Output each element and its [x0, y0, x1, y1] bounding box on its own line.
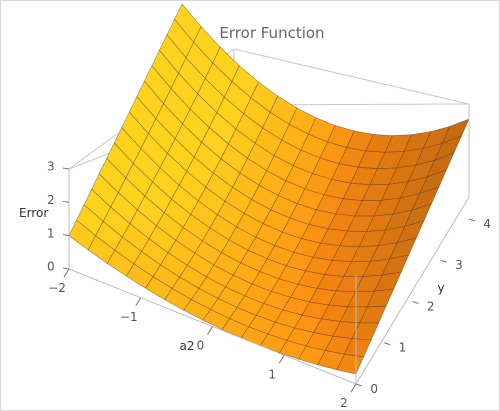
tick: 1	[268, 354, 285, 381]
tick-mark	[62, 267, 70, 270]
tick-label: −2	[48, 281, 66, 295]
tick-mark	[62, 167, 70, 170]
tick-mark	[63, 268, 70, 278]
tick: 0	[355, 382, 378, 396]
box-edge	[233, 48, 470, 105]
tick: 3	[47, 160, 70, 174]
tick-label: 4	[483, 217, 491, 231]
tick: 2	[47, 193, 70, 207]
tick-label: 0	[47, 260, 55, 274]
tick: 1	[47, 226, 70, 240]
tick-mark	[62, 234, 70, 237]
x-ticks: −2 −1 0 1 2	[48, 268, 357, 410]
tick-mark	[355, 383, 363, 387]
tick-mark	[440, 259, 447, 263]
tick-mark	[62, 200, 70, 203]
tick-label: 1	[268, 367, 276, 381]
tick-mark	[207, 326, 213, 335]
chart-title: Error Function	[219, 24, 324, 42]
tick: 2	[412, 299, 435, 313]
tick: 4	[468, 217, 491, 231]
box-edge	[355, 196, 470, 385]
tick-label: −1	[120, 310, 138, 324]
z-axis-label: Error	[19, 206, 48, 220]
tick-mark	[468, 218, 476, 222]
x-axis-label: a2	[180, 339, 195, 353]
tick-label: 1	[399, 341, 407, 355]
tick: 2	[340, 383, 357, 410]
tick-label: 0	[197, 339, 205, 353]
tick-label: 3	[47, 160, 55, 174]
tick-mark	[135, 297, 142, 307]
y-ticks: 0 1 2 3 4	[355, 217, 491, 396]
tick: −1	[120, 297, 142, 324]
tick: −2	[48, 268, 70, 295]
tick-mark	[412, 301, 419, 304]
tick-mark	[384, 342, 391, 346]
surface-cell	[336, 353, 364, 375]
tick-mark	[350, 383, 357, 393]
tick: 0	[47, 260, 70, 274]
tick: 3	[440, 258, 463, 272]
tick-label: 2	[340, 396, 348, 410]
z-ticks: 0 1 2 3	[47, 160, 70, 274]
tick-label: 0	[370, 382, 378, 396]
tick: 0	[197, 326, 213, 353]
tick-mark	[278, 354, 285, 364]
tick-label: 2	[427, 299, 435, 313]
error-surface	[68, 3, 470, 375]
tick-label: 2	[47, 193, 55, 207]
tick-label: 1	[47, 226, 55, 240]
tick-label: 3	[455, 258, 463, 272]
y-axis-label: y	[437, 281, 444, 295]
tick: 1	[384, 341, 406, 355]
